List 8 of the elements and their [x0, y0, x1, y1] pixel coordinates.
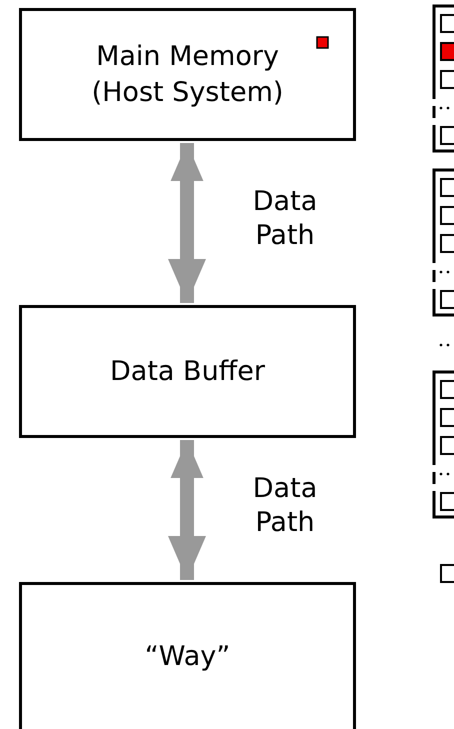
- box-label: “Way”: [144, 640, 230, 674]
- box-label: Main Memory (Host System): [90, 40, 284, 110]
- double-arrow: [168, 440, 206, 580]
- box-label: Data Buffer: [110, 354, 265, 389]
- process-box: [19, 8, 356, 141]
- process-box: [19, 582, 356, 729]
- double-arrow: [168, 143, 206, 303]
- process-box: [19, 305, 356, 438]
